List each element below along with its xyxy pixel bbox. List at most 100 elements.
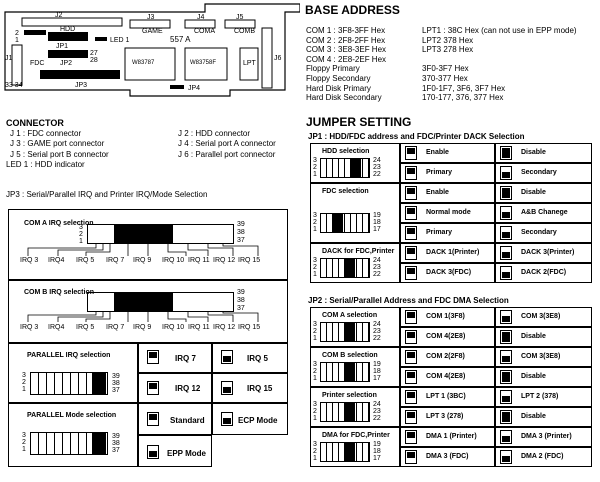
irq-label: IRQ 9 (133, 257, 152, 264)
par-mode-pin-3: 3 (22, 432, 26, 439)
par-irq12-icon (147, 381, 159, 395)
par-irq7-label: IRQ 7 (175, 354, 196, 363)
board-label-game: GAME (142, 28, 163, 35)
board-chip1: W83787 (132, 60, 155, 66)
hdd-secondary-label: Secondary (521, 169, 557, 176)
board-label-hdd: HDD (60, 26, 76, 33)
par-irq-pin-39: 39 (112, 373, 120, 380)
par-irq-jumper (92, 372, 106, 395)
fdc-primary-cell (400, 223, 495, 243)
base-address-right: LPT2 378 Hex (422, 35, 474, 45)
pin-label: 3 (313, 212, 317, 219)
hdd-selection-label: HDD selection (322, 148, 370, 155)
irq-label: IRQ 11 (188, 257, 210, 264)
comb-com2-label: COM 2(2F8) (426, 353, 465, 360)
pin-label: 3 (313, 441, 317, 448)
fdc-selection-box (310, 183, 400, 243)
pin-header-jumper (333, 214, 343, 232)
dack3-printer-label: DACK 3(Printer) (521, 249, 575, 256)
dma1-printer-jumper-icon (405, 430, 417, 444)
dma3-printer-jumper-icon (500, 430, 512, 444)
par-irq7-icon (147, 350, 159, 364)
dack3-fdc-jumper-icon (405, 266, 417, 280)
comb-selection-box (310, 347, 400, 387)
connector-j5: J 5 : Serial port B connector (10, 150, 109, 159)
jp3-coma-label: COM A IRQ selection (24, 220, 94, 227)
dma3-fdc-cell (400, 447, 495, 467)
par-irq5-label: IRQ 5 (247, 354, 268, 363)
hdd-disable-jumper-icon (500, 146, 512, 160)
dack1-printer-label: DACK 1(Printer) (426, 249, 480, 256)
hdd-secondary-cell (495, 163, 592, 183)
par-irq15-label: IRQ 15 (247, 384, 273, 393)
irq-label: IRQ 11 (188, 324, 210, 331)
comb-disable-label: Disable (521, 373, 546, 380)
board-label-comb: COMB (234, 28, 255, 35)
dack2-fdc-cell (495, 263, 592, 283)
coma-jumper-left (87, 224, 115, 244)
pin-label: 3 (313, 321, 317, 328)
coma-pin-1: 1 (79, 238, 83, 245)
dack3-fdc-cell (400, 263, 495, 283)
coma-pin-38: 38 (237, 229, 245, 236)
printer-disable-cell (495, 407, 592, 427)
comb-disable-cell (495, 367, 592, 387)
comb-com3-label: COM 3(3E8) (521, 353, 561, 360)
fdc-normal-cell (400, 203, 495, 223)
irq-label: IRQ 5 (76, 257, 95, 264)
fdc-normal-jumper-icon (405, 206, 417, 220)
coma-pin-2: 2 (79, 231, 83, 238)
connector-j1: J 1 : FDC connector (10, 129, 82, 138)
comb-pin-37: 37 (237, 305, 245, 312)
board-label-lpt: LPT (243, 60, 256, 67)
pin-label: 22 (373, 271, 381, 278)
irq-label: IRQ 12 (213, 257, 236, 264)
base-address-title: BASE ADDRESS (305, 3, 400, 17)
pin-label: 1 (313, 375, 317, 382)
irq-label: IRQ 15 (238, 324, 261, 331)
coma-com1-cell (400, 307, 495, 327)
irq-label: IRQ 5 (76, 324, 95, 331)
base-address-left: Floppy Primary (306, 64, 360, 74)
par-irq-pin-38: 38 (112, 380, 120, 387)
pin-label: 3 (313, 361, 317, 368)
comb-jumper-left (87, 292, 115, 312)
connector-title: CONNECTOR (6, 118, 64, 128)
pin-label: 2 (313, 219, 317, 226)
dack3-printer-cell (495, 243, 592, 263)
pin-label: 23 (373, 164, 381, 171)
coma-irq-leads (27, 244, 259, 256)
jp2-title: JP2 : Serial/Parallel Address and FDC DM… (308, 296, 509, 305)
coma-com1-label: COM 1(3F8) (426, 313, 465, 320)
pin-label: 2 (313, 328, 317, 335)
coma-disable-label: Disable (521, 333, 546, 340)
fdc-enable-label: Enable (426, 189, 449, 196)
par-irq12-cell: IRQ 12 (138, 373, 212, 403)
base-address-left: Floppy Secondary (306, 74, 371, 83)
board-label-fdc: FDC (30, 60, 45, 67)
comb-irq-leads (27, 312, 259, 322)
par-irq-pin-37: 37 (112, 387, 120, 394)
fdc-secondary-cell (495, 223, 592, 243)
coma-com4-jumper-icon (405, 330, 417, 344)
comb-com4-jumper-icon (405, 370, 417, 384)
pin-header-jumper (345, 403, 355, 421)
jp3-par-mode-label: PARALLEL Mode selection (27, 412, 117, 419)
jumper-setting-title: JUMPER SETTING (306, 115, 412, 129)
par-mode-pin-38: 38 (112, 440, 120, 447)
fdc-ab-label: A&B Chanege (521, 209, 568, 216)
pin-header-jumper (345, 363, 355, 381)
connector-j4: J 4 : Serial port A connector (178, 139, 276, 148)
par-mode-pin-37: 37 (112, 447, 120, 454)
pin-label: 23 (373, 408, 381, 415)
dma-selection-label: DMA for FDC,Printer (322, 432, 390, 439)
board-label-j4: J4 (197, 14, 205, 21)
coma-com3-jumper-icon (500, 310, 512, 324)
pin-label: 18 (373, 448, 381, 455)
irq-label: IRQ 10 (162, 324, 185, 331)
pin-label: 18 (373, 368, 381, 375)
pin-label: 17 (373, 455, 381, 462)
dack3-printer-jumper-icon (500, 246, 512, 260)
par-ecp-label: ECP Mode (238, 416, 278, 425)
base-address-left: COM 3 : 3E8-3EF Hex (306, 45, 387, 55)
